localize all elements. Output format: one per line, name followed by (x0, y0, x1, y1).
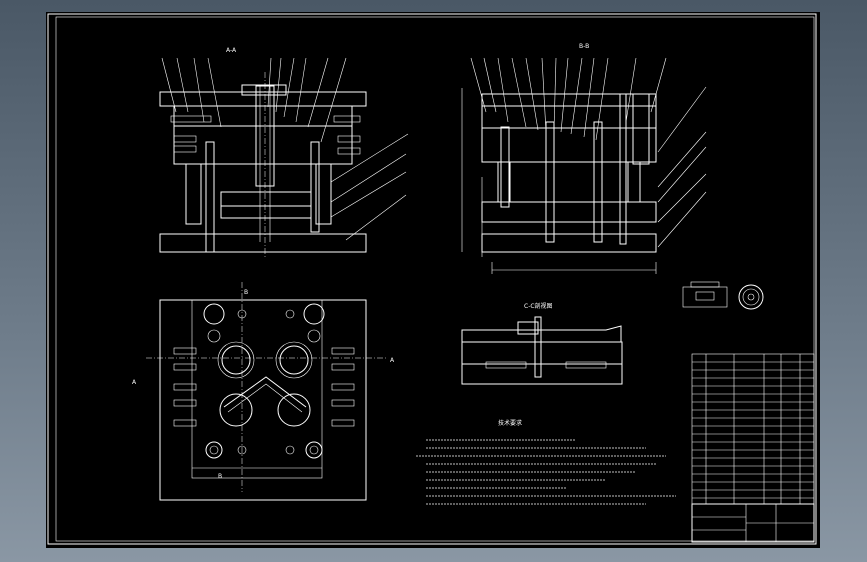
tech-requirements: 技术要求 (416, 419, 676, 505)
plan-marker-left: A (132, 379, 137, 386)
plan-marker-bottom: B (218, 473, 222, 480)
plan-marker-right: A (390, 357, 395, 364)
front-view: A-A (159, 47, 409, 257)
front-view-label: A-A (226, 47, 237, 54)
side-view: B-B (461, 43, 707, 274)
tech-requirements-title: 技术要求 (498, 419, 522, 427)
title-block (691, 353, 815, 543)
plan-marker-top: B (244, 289, 248, 296)
drawing-canvas: A-A (47, 13, 817, 545)
outer-border (47, 13, 817, 545)
part-views (682, 281, 764, 310)
detail-view-label: C-C剖视图 (524, 302, 553, 310)
side-view-label: B-B (579, 43, 589, 50)
detail-view: C-C剖视图 (461, 302, 623, 385)
inner-border (55, 16, 815, 542)
plan-view: A A B B (132, 282, 395, 501)
cad-viewport[interactable]: A-A (46, 12, 820, 548)
